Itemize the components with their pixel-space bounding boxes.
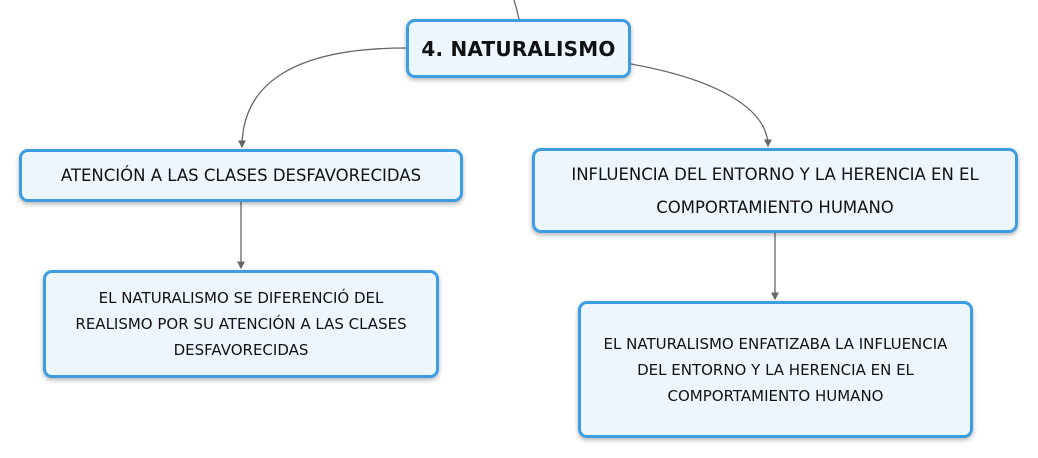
topic-node-entorno-herencia[interactable]: INFLUENCIA DEL ENTORNO Y LA HERENCIA EN … <box>532 148 1018 233</box>
connector-root-right-topic <box>630 63 772 148</box>
topic-label: INFLUENCIA DEL ENTORNO Y LA HERENCIA EN … <box>571 164 979 217</box>
root-topic-node[interactable]: 4. NATURALISMO <box>406 19 631 78</box>
subtopic-node-entorno-herencia[interactable]: EL NATURALISMO ENFATIZABA LA INFLUENCIA … <box>578 301 973 438</box>
subtopic-label: EL NATURALISMO SE DIFERENCIÓ DEL REALISM… <box>75 289 407 359</box>
root-topic-label: 4. NATURALISMO <box>421 36 616 61</box>
topic-label: ATENCIÓN A LAS CLASES DESFAVORECIDAS <box>60 166 422 185</box>
connector-parent-root <box>513 0 520 20</box>
topic-node-clases-desfavorecidas[interactable]: ATENCIÓN A LAS CLASES DESFAVORECIDAS <box>19 149 463 202</box>
subtopic-label: EL NATURALISMO ENFATIZABA LA INFLUENCIA … <box>603 334 948 405</box>
subtopic-node-clases-desfavorecidas[interactable]: EL NATURALISMO SE DIFERENCIÓ DEL REALISM… <box>43 270 439 378</box>
connector-root-left-topic <box>238 47 407 149</box>
